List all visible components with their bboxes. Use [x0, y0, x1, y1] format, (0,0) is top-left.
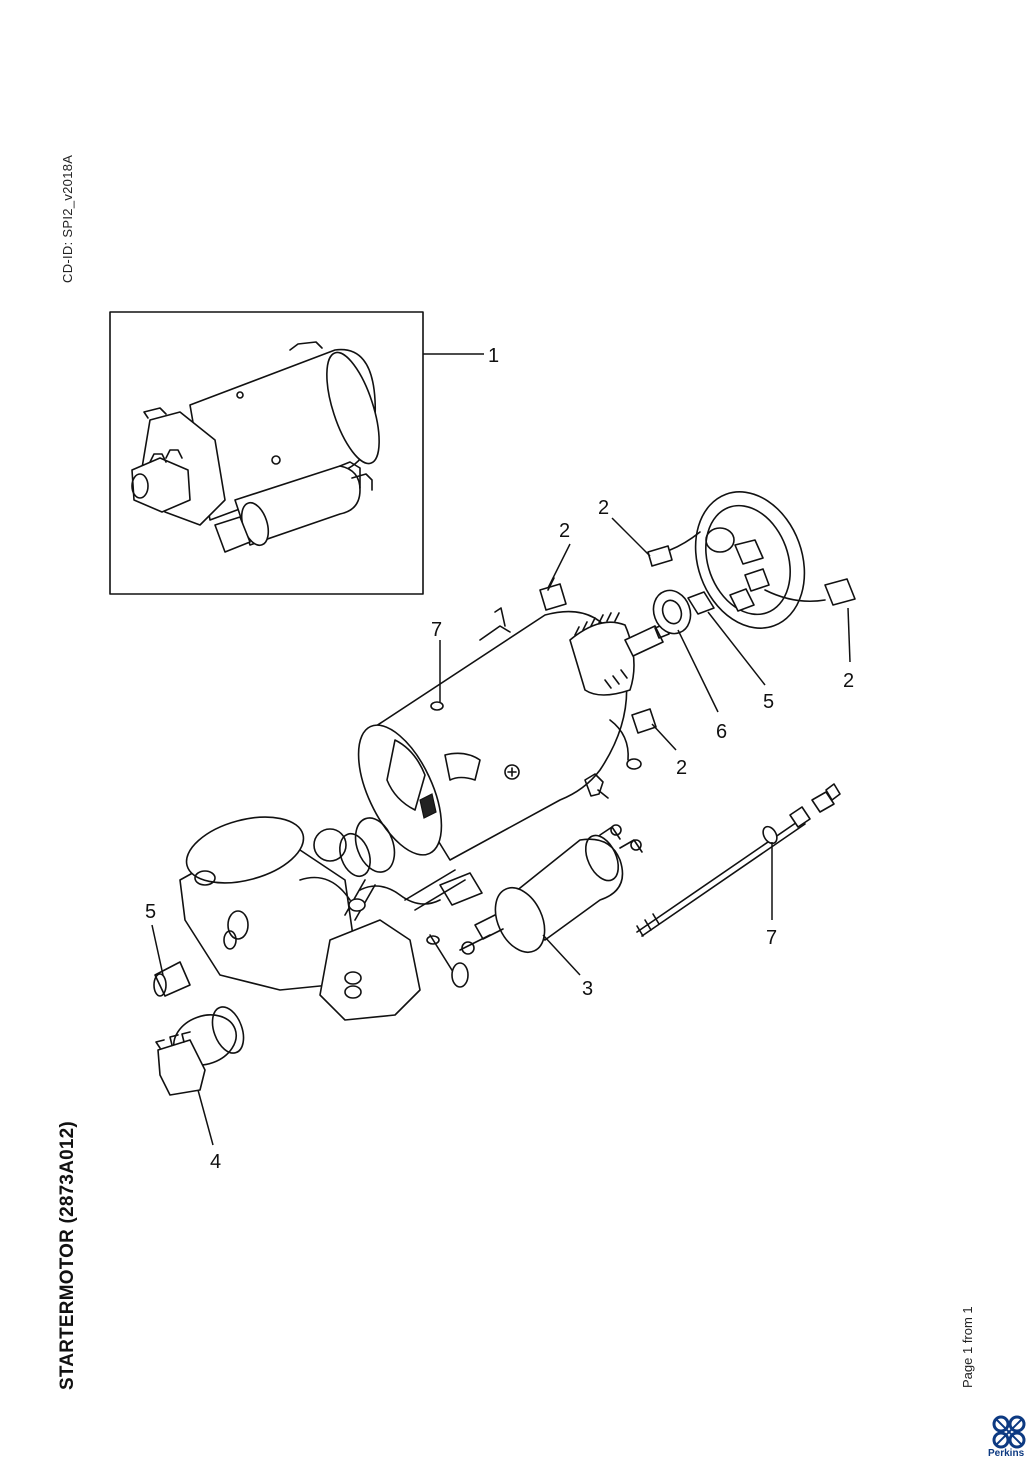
callout-1: 1 [488, 345, 499, 367]
callout-3: 3 [582, 978, 593, 1000]
leader-6 [677, 629, 719, 713]
inset-frame [109, 311, 424, 595]
callout-5b: 5 [763, 691, 774, 713]
leader-2a [547, 543, 571, 589]
callout-2c: 2 [843, 670, 854, 692]
gasket-block [439, 872, 483, 906]
drive-end-bracket [153, 816, 421, 1021]
brush-with-lead [647, 531, 701, 567]
commutator-end-plate [694, 491, 856, 629]
callout-7a: 7 [431, 619, 442, 641]
callout-2d: 2 [676, 757, 687, 779]
brand-name: Perkins [988, 1448, 1025, 1459]
assembled-starter-motor [131, 341, 380, 553]
leader-3 [542, 934, 581, 976]
brush-spring-holder [652, 589, 715, 635]
leader-2c [847, 607, 851, 663]
perkins-logo [992, 1415, 1026, 1449]
brush-right [631, 708, 657, 734]
thrust-washer [354, 817, 396, 873]
leader-2d [651, 723, 677, 751]
leader-5a [151, 924, 164, 976]
callout-6: 6 [716, 721, 727, 743]
shift-lever [344, 879, 441, 921]
yoke-housing [357, 607, 642, 861]
solenoid-plunger [404, 869, 469, 988]
callout-2a: 2 [559, 520, 570, 542]
brush-top [539, 583, 567, 611]
armature [569, 612, 670, 696]
assembly-inset: 1 [109, 311, 499, 595]
callout-2b: 2 [598, 497, 609, 519]
leader-4 [197, 1089, 214, 1146]
callout-5a: 5 [145, 901, 156, 923]
leader-5b [707, 611, 766, 686]
callout-4: 4 [210, 1151, 221, 1173]
through-bolt [636, 783, 841, 937]
callout-7b: 7 [766, 927, 777, 949]
pinion-drive-assembly [155, 1006, 245, 1096]
solenoid [459, 824, 643, 955]
leader-2b [611, 517, 651, 557]
